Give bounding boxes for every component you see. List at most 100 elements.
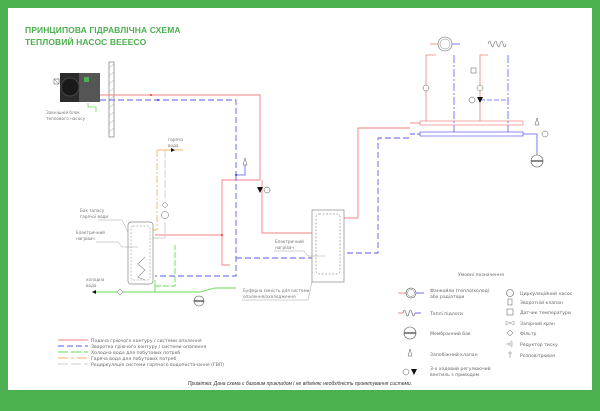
left-heater-label-2: нагрівач [76,236,95,241]
supply-main-line [100,94,261,180]
valve-actuator-icon [468,96,476,104]
recirculation-pump-icon [161,211,169,219]
cold-water-distribution [155,287,236,293]
fan-coil-inner [407,289,415,297]
filter-icon [506,329,514,337]
buffer-tank-label-2: опалення/охолодження [243,294,296,299]
legend-fan-coil-2: або радіатори [430,294,464,300]
junction [221,234,223,236]
supply-to-manifold [338,127,410,219]
diagram-sheet [8,8,592,390]
condensate-drain [87,103,97,112]
outdoor-heat-pump-unit [53,73,100,102]
wall-hatch [108,63,115,133]
dhw-tank-label-2: гарячої води [80,214,108,219]
legend-label-cold: Холодна вода для побутових потреб [91,350,180,356]
legend-reducer: Редуктор тиску [520,342,558,348]
page-title: ПРИНЦИПОВА ГІДРАВЛІЧНА СХЕМА ТЕПЛОВИЙ НА… [25,24,181,48]
fan-coil-icon [437,36,453,52]
legend-filter: Фільтр [520,331,537,337]
legend-fan-coil-1: Фанкойли (тепло/холод) [430,287,490,294]
dhw-coil [137,256,146,281]
filter-icon [116,288,124,296]
brand-logo-icon [84,77,89,82]
legend-label-recirculation: Рециркуляція системи гарячого водопостач… [91,362,224,368]
circulation-pump-icon [506,289,514,297]
legend-floor-heating: Теплі підлоги [429,311,463,317]
legend-safety-valve: Запобіжний клапан [430,351,478,358]
dhw-tank-inner [130,225,151,281]
valve-actuator-icon [263,186,271,194]
expansion-branch [523,133,538,160]
floor-heating-icon [402,309,416,317]
symbols-legend: Умовні позначення Фанкойли (тепло/холод)… [398,272,573,378]
legend-check-valve: Зворотній клапан [520,299,563,306]
supply-manifold [419,120,524,126]
legend-three-way-1: 3-х ходовий регулюючий [430,365,491,372]
three-way-valve-icon [411,369,417,375]
legend-label-supply: Подача гріючого контуру / системи опален… [91,338,202,344]
right-heater-leader [274,250,325,257]
legend-label-return: Зворотка гріючого контуру / системи опал… [91,344,207,350]
return-from-manifold [338,137,410,254]
supply-to-buffer [221,179,260,266]
dhw-tank [127,221,154,285]
title-line-2: ТЕПЛОВИЙ НАСОС BEEECO [25,37,147,47]
legend-membrane-tank: Мембранний бак [430,330,471,337]
filter-icon [161,201,169,209]
outdoor-unit-label-2: теплового насосу [46,116,86,121]
recirculation-return [152,222,166,239]
buffer-tank-inner [315,213,341,275]
left-heater-leader [96,241,138,248]
dhw-tank-leader [98,219,129,233]
legend-pump: Циркуляційний насос [520,290,573,297]
right-heater-label-2: нагрівач [275,245,294,250]
membrane-tank-icon [530,154,544,168]
three-way-valve-icon [257,186,271,194]
circulation-pump-icon [476,84,484,92]
legend-three-way-2: вентиль з приводом [430,373,480,378]
cold-water-branch [155,245,176,287]
temperature-sensor-icon [470,67,477,74]
safety-valve-icon [242,157,248,166]
junction [150,94,152,96]
cold-water-label-1: холодна [86,277,105,282]
air-vent-icon [508,351,512,358]
pressure-reducer-icon [506,340,513,348]
return-main-line [100,99,237,175]
hot-water-label-1: гаряча [168,137,183,142]
return-from-dhw [155,175,237,277]
wall [108,61,115,138]
shutoff-valve-icon [505,320,515,326]
membrane-tank-icon [193,295,205,307]
right-heater-label-1: Електричний [275,239,304,244]
cold-water-label-2: вода [86,283,97,288]
safety-valve-branch [236,165,246,176]
legend-air-vent: Розповітрювач [520,353,556,359]
sensor-mark [53,78,60,85]
supply-to-buffer-upper [261,180,318,234]
valve-actuator-icon [402,368,410,376]
radiator-supply [425,54,436,121]
three-way-valve-icon [477,97,483,103]
temperature-sensor-icon [506,308,514,316]
pressure-gauge-icon [541,130,549,138]
buffer-tank-label-1: Буферна ємність для системи [243,288,310,293]
legend-temp-sensor: Датчик температури [520,310,571,316]
outdoor-unit-label-1: Зовнішній блок [46,110,80,115]
footnote: Примітка: Дана схема є базовим прикладом… [187,381,413,387]
cold-water-arrow-icon [92,290,96,294]
outdoor-unit-side [79,73,100,102]
hot-water-arrow-icon [171,148,175,152]
return-manifold [419,131,524,137]
junction [157,99,159,101]
symbols-legend-title: Умовні позначення [458,272,504,278]
fan-icon [60,77,80,97]
left-heater-label-1: Електричний [76,230,105,235]
title-line-1: ПРИНЦИПОВА ГІДРАВЛІЧНА СХЕМА [25,25,181,35]
safety-valve-icon [534,117,540,126]
hot-water-line [152,150,158,231]
floor-heating-icon [487,40,507,48]
buffer-tank [311,209,345,283]
